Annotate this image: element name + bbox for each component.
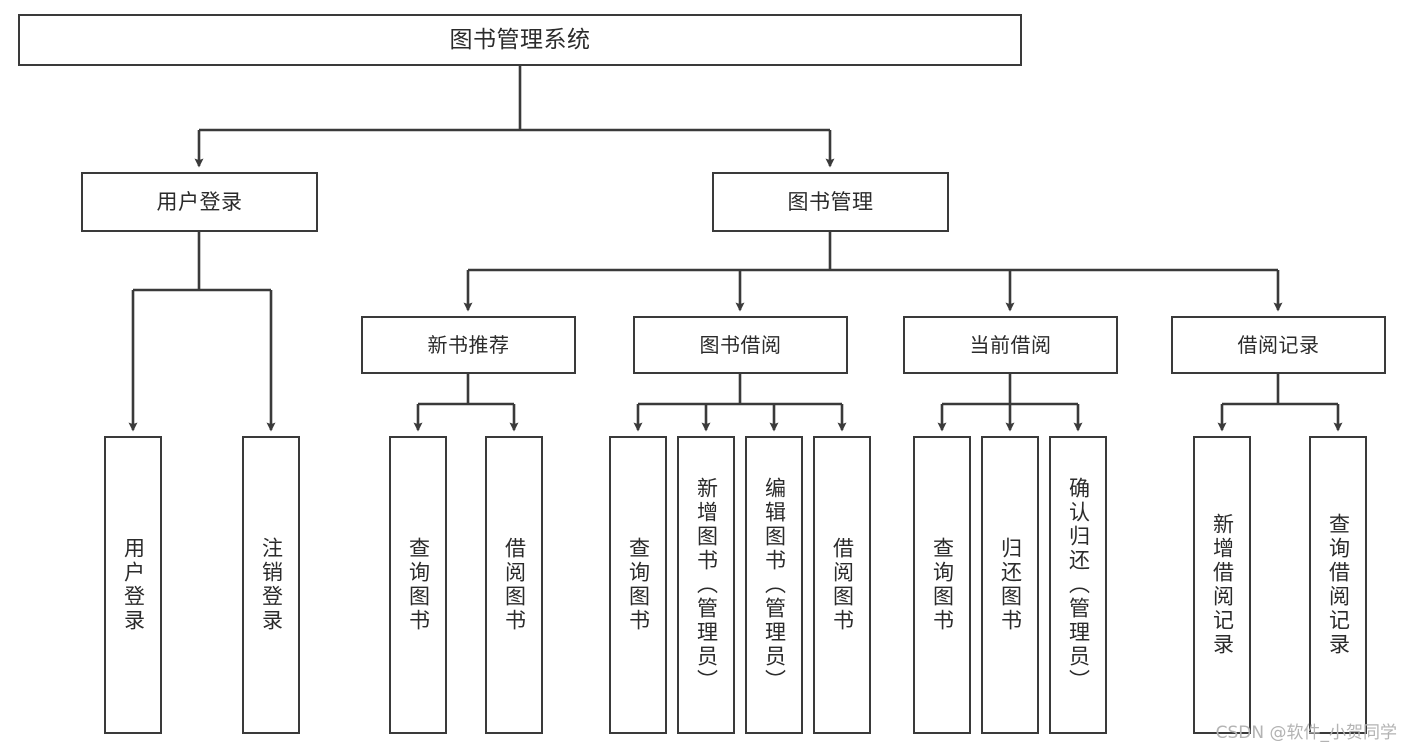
node-label: 用户登录 — [156, 189, 243, 214]
leaf-borrowrecord-query-record[interactable]: 查询借阅记录 — [1309, 436, 1367, 734]
node-label: 图书管理 — [787, 189, 874, 214]
node-label: 新增借阅记录 — [1210, 513, 1235, 657]
node-label: 编辑图书（管理员） — [762, 477, 787, 693]
node-book-borrowing[interactable]: 图书借阅 — [633, 316, 848, 374]
node-label: 查询借阅记录 — [1326, 513, 1351, 657]
leaf-bookborrow-edit-book-admin[interactable]: 编辑图书（管理员） — [745, 436, 803, 734]
leaf-bookborrow-borrow-book[interactable]: 借阅图书 — [813, 436, 871, 734]
node-user-login[interactable]: 用户登录 — [81, 172, 318, 232]
node-label: 查询图书 — [626, 537, 651, 633]
leaf-currentborrow-return-book[interactable]: 归还图书 — [981, 436, 1039, 734]
leaf-newbook-query-book[interactable]: 查询图书 — [389, 436, 447, 734]
node-borrowing-record[interactable]: 借阅记录 — [1171, 316, 1386, 374]
node-label: 注销登录 — [259, 537, 284, 633]
node-label: 图书借阅 — [699, 332, 782, 357]
node-label: 借阅记录 — [1237, 332, 1320, 357]
node-label: 归还图书 — [998, 537, 1023, 633]
leaf-bookborrow-query-book[interactable]: 查询图书 — [609, 436, 667, 734]
node-root-book-management-system[interactable]: 图书管理系统 — [18, 14, 1022, 66]
node-current-borrowing[interactable]: 当前借阅 — [903, 316, 1118, 374]
csdn-watermark: CSDN @软件_小贺同学 — [1215, 723, 1397, 743]
leaf-currentborrow-confirm-return-admin[interactable]: 确认归还（管理员） — [1049, 436, 1107, 734]
node-label: 查询图书 — [930, 537, 955, 633]
leaf-bookborrow-add-book-admin[interactable]: 新增图书（管理员） — [677, 436, 735, 734]
node-label: 确认归还（管理员） — [1066, 477, 1091, 693]
node-label: 新书推荐 — [427, 332, 510, 357]
leaf-currentborrow-query-book[interactable]: 查询图书 — [913, 436, 971, 734]
leaf-borrowrecord-add-record[interactable]: 新增借阅记录 — [1193, 436, 1251, 734]
leaf-user-login[interactable]: 用户登录 — [104, 436, 162, 734]
node-label: 查询图书 — [406, 537, 431, 633]
node-label: 当前借阅 — [969, 332, 1052, 357]
leaf-logout[interactable]: 注销登录 — [242, 436, 300, 734]
leaf-newbook-borrow-book[interactable]: 借阅图书 — [485, 436, 543, 734]
node-label: 新增图书（管理员） — [694, 477, 719, 693]
node-new-book-recommendation[interactable]: 新书推荐 — [361, 316, 576, 374]
node-label: 图书管理系统 — [449, 26, 591, 53]
node-book-management[interactable]: 图书管理 — [712, 172, 949, 232]
node-label: 用户登录 — [121, 537, 146, 633]
node-label: 借阅图书 — [830, 537, 855, 633]
node-label: 借阅图书 — [502, 537, 527, 633]
